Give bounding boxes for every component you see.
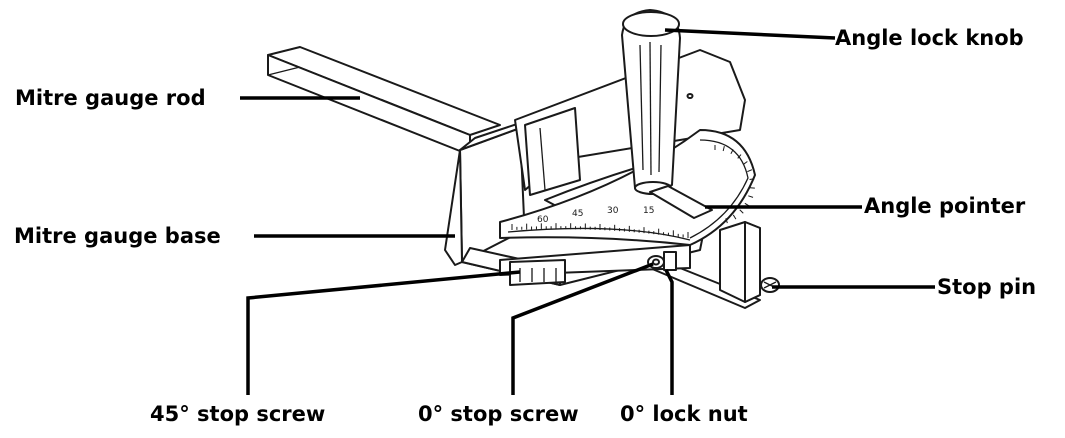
label-stop-pin: Stop pin <box>937 275 1037 299</box>
scale-tick <box>748 195 754 198</box>
leader-0-stop-screw <box>511 262 654 395</box>
label-45-stop-screw: 45° stop screw <box>150 402 326 426</box>
scale-tick <box>739 209 744 214</box>
leader-45-stop-screw <box>246 270 521 395</box>
scale-tick <box>749 178 755 181</box>
scale-number-15: 15 <box>643 206 654 216</box>
scale-tick <box>743 161 748 165</box>
label-angle-pointer: Angle pointer <box>864 194 1026 218</box>
angle-lock-knob <box>621 9 681 195</box>
scale-tick <box>722 145 725 152</box>
scale-number-45: 45 <box>572 209 583 219</box>
leader-lines <box>240 28 935 395</box>
scale-number-30: 30 <box>607 206 619 216</box>
stop-pin-assembly <box>719 221 780 303</box>
leader-0-lock-nut <box>664 269 674 395</box>
label-mitre-gauge-rod: Mitre gauge rod <box>15 86 206 110</box>
zero-degree-stop-screw <box>647 251 677 271</box>
scale-tick <box>725 218 728 224</box>
label-0-stop-screw: 0° stop screw <box>418 402 579 426</box>
scale-tick <box>737 154 742 159</box>
leader-angle-lock-knob <box>664 28 836 40</box>
label-mitre-gauge-base: Mitre gauge base <box>14 224 221 248</box>
scale-number-60: 60 <box>537 215 549 225</box>
scale-tick <box>732 214 737 220</box>
scale-tick <box>730 149 734 155</box>
label-angle-lock-knob: Angle lock knob <box>835 26 1024 50</box>
angle-pointer <box>649 185 713 219</box>
label-0-lock-nut: 0° lock nut <box>620 402 748 426</box>
scale-tick <box>747 169 753 173</box>
